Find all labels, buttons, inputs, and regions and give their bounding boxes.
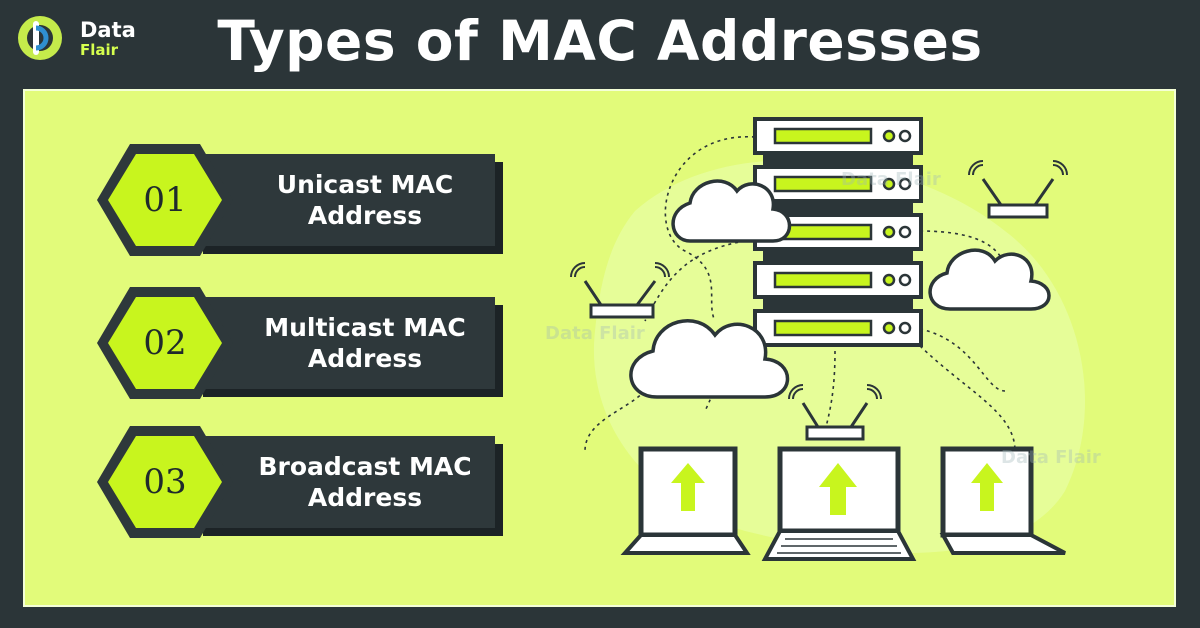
page-title: Types of MAC Addresses [217, 9, 983, 73]
cloud-icon-left [629, 319, 790, 399]
network-illustration [570, 117, 1085, 561]
dataflair-logo: Data Flair [14, 10, 136, 66]
hexagon-badge-icon [97, 144, 233, 256]
item-label: Broadcast MAC Address [258, 452, 472, 512]
hexagon-badge-icon [97, 287, 233, 399]
logo-text-flair: Flair [80, 41, 119, 59]
logo-text-data: Data [80, 18, 136, 42]
item-label: Unicast MAC Address [276, 170, 454, 230]
watermark: Data Flair [1001, 447, 1101, 468]
label-banner [195, 436, 503, 536]
laptop-icon-center [761, 446, 917, 561]
router-icon-right [968, 160, 1068, 219]
list-item-multicast: 02 Multicast MAC Address [95, 283, 503, 403]
cloud-icon-top [671, 179, 792, 243]
watermark: Data Flair [841, 169, 941, 190]
server-rack-icon [753, 117, 923, 347]
list-item-unicast: 01 Unicast MAC Address [95, 140, 503, 260]
list-item-broadcast: 03 Broadcast MAC Address [95, 422, 503, 542]
item-label: Multicast MAC Address [264, 313, 466, 373]
upload-arrow-icon [971, 463, 1003, 511]
hexagon-badge-icon [97, 426, 233, 538]
laptop-icon-left [620, 446, 751, 555]
item-number: 03 [143, 462, 187, 502]
laptop-icon-right [939, 446, 1066, 555]
label-banner [195, 297, 503, 397]
cloud-icon-right [928, 248, 1051, 311]
router-icon-center [788, 384, 882, 441]
label-banner [195, 154, 503, 254]
upload-arrow-icon [671, 463, 705, 511]
router-icon-left [570, 262, 670, 319]
logo-icon [18, 16, 62, 60]
item-number: 01 [143, 180, 187, 220]
watermark: Data Flair [545, 323, 645, 344]
upload-arrow-icon [819, 463, 857, 515]
item-number: 02 [143, 323, 187, 363]
